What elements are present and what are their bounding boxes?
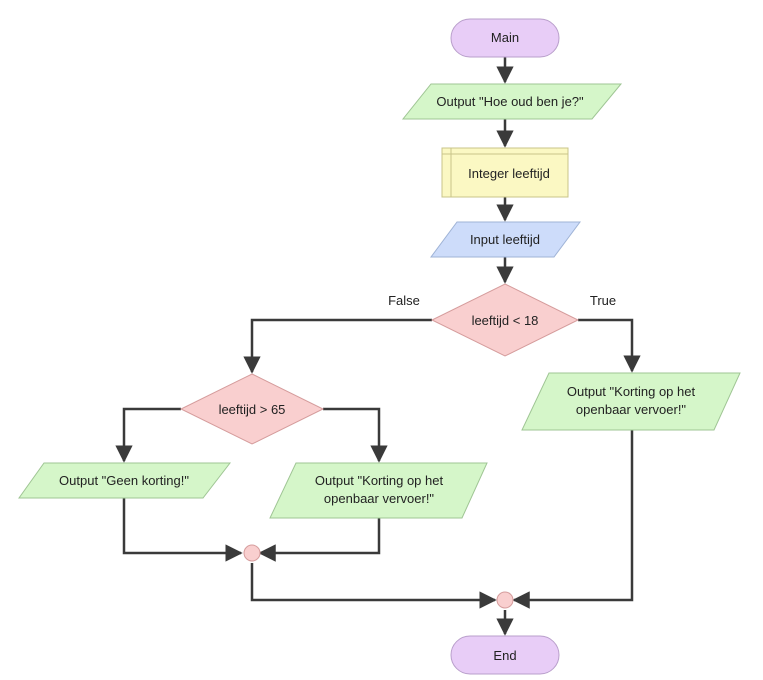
edge-decision-true xyxy=(578,318,641,373)
decision-sub-node[interactable]: leeftijd > 65 xyxy=(179,373,325,445)
output-question-label: Output "Hoe oud ben je?" xyxy=(436,94,584,109)
edge-merge1-to-merge2 xyxy=(250,563,497,609)
edge-subdecision-left xyxy=(115,407,181,463)
output-no-discount-label: Output "Geen korting!" xyxy=(59,473,189,488)
output-discount-right-line2: openbaar vervoer!" xyxy=(576,402,687,417)
output-question-shape xyxy=(401,83,623,120)
edge-leftdiscount-to-merge xyxy=(258,518,381,562)
declare-shape xyxy=(441,147,569,198)
declare-label: Integer leeftijd xyxy=(468,166,550,181)
edge-decision-false xyxy=(243,318,432,374)
decision-sub-shape xyxy=(179,373,325,445)
edge-nodiscount-to-merge xyxy=(122,498,243,562)
output-no-discount-shape xyxy=(18,462,232,499)
output-discount-left-line1: Output "Korting op het xyxy=(315,473,444,488)
end-terminal[interactable]: End xyxy=(450,635,560,675)
output-discount-left-node[interactable]: Output "Korting op het openbaar vervoer!… xyxy=(269,462,488,519)
output-discount-right-shape xyxy=(521,372,741,431)
input-label: Input leeftijd xyxy=(470,232,540,247)
input-shape xyxy=(430,221,581,258)
end-terminal-label: End xyxy=(493,648,516,663)
branch-false-label: False xyxy=(388,293,420,308)
declare-node[interactable]: Integer leeftijd xyxy=(441,147,569,198)
start-terminal-shape xyxy=(450,18,560,58)
decision-main-label: leeftijd < 18 xyxy=(472,313,539,328)
start-terminal-label: Main xyxy=(491,30,519,45)
edge-subdecision-right xyxy=(323,407,388,463)
edge-rightdiscount-to-merge2 xyxy=(512,430,634,609)
flow-lines xyxy=(115,57,641,636)
end-terminal-shape xyxy=(450,635,560,675)
output-question-node[interactable]: Output "Hoe oud ben je?" xyxy=(401,83,623,120)
branch-true-label: True xyxy=(590,293,616,308)
output-discount-left-shape xyxy=(269,462,488,519)
output-discount-left-line2: openbaar vervoer!" xyxy=(324,491,435,506)
merge-connector-bottom[interactable] xyxy=(496,591,514,609)
decision-main-node[interactable]: leeftijd < 18 xyxy=(430,283,580,357)
output-discount-right-node[interactable]: Output "Korting op het openbaar vervoer!… xyxy=(521,372,741,431)
decision-sub-label: leeftijd > 65 xyxy=(219,402,286,417)
output-no-discount-node[interactable]: Output "Geen korting!" xyxy=(18,462,232,499)
input-node[interactable]: Input leeftijd xyxy=(430,221,581,258)
output-discount-right-line1: Output "Korting op het xyxy=(567,384,696,399)
merge-connector-left[interactable] xyxy=(243,544,261,562)
start-terminal[interactable]: Main xyxy=(450,18,560,58)
decision-main-shape xyxy=(430,283,580,357)
